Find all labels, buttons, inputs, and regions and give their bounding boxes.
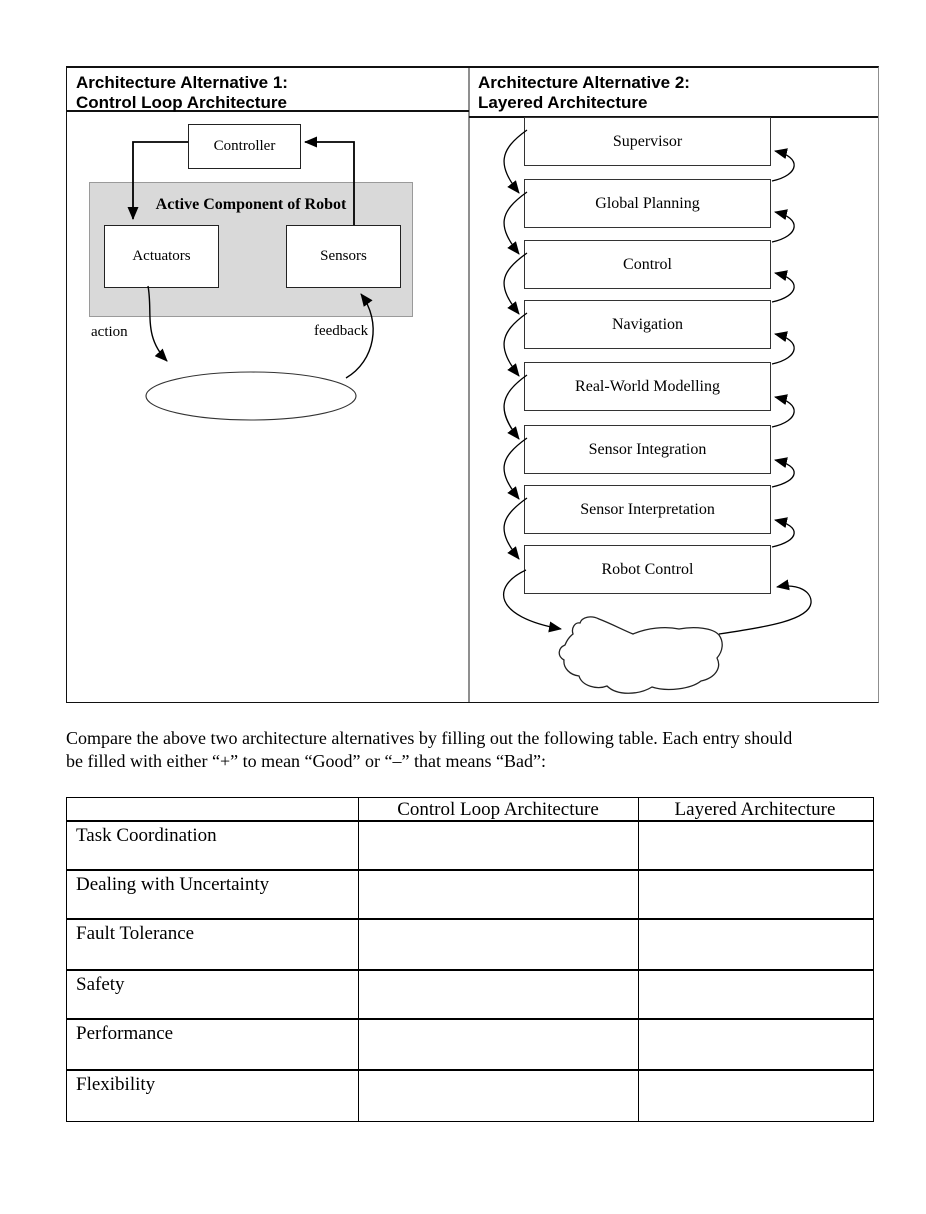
row-divider	[67, 869, 873, 871]
row-label-flexibility: Flexibility	[76, 1074, 156, 1095]
alt1-title-line1: Architecture Alternative 1:	[76, 73, 288, 92]
layer-label: Sensor Interpretation	[580, 500, 715, 518]
layer-box-supervisor: Supervisor	[524, 117, 771, 166]
column-divider-2	[638, 798, 639, 1121]
controller-box: Controller	[188, 124, 301, 169]
architecture-diagram-panel: Architecture Alternative 1: Control Loop…	[66, 66, 879, 703]
cell-flexibility-layered	[639, 1070, 871, 1117]
layer-box-sensor-interpretation: Sensor Interpretation	[524, 485, 771, 534]
layer-label: Navigation	[611, 315, 684, 333]
cell-flexibility-control-loop	[359, 1070, 637, 1117]
layer-box-navigation: Navigation	[524, 300, 771, 349]
cell-performance-control-loop	[359, 1019, 637, 1066]
alt2-header-underline	[469, 116, 878, 118]
row-label-fault-tolerance: Fault Tolerance	[76, 923, 195, 944]
row-divider	[67, 969, 873, 971]
instructions: Compare the above two architecture alter…	[66, 727, 884, 773]
row-label-dealing-with-uncertainty: Dealing with Uncertainty	[76, 874, 270, 895]
alt2-title-line1: Architecture Alternative 2:	[478, 73, 690, 92]
alt2-title-line2: Layered Architecture	[478, 93, 648, 112]
cell-safety-control-loop	[359, 970, 637, 1017]
active-component-label: Active Component of Robot	[155, 196, 347, 213]
actuators-box: Actuators	[104, 225, 219, 288]
comparison-table: Control Loop Architecture Layered Archit…	[66, 797, 874, 1122]
layer-box-global-planning: Global Planning	[524, 179, 771, 228]
column-divider-1	[358, 798, 359, 1121]
sensors-label: Sensors	[320, 248, 367, 264]
row-divider	[67, 1018, 873, 1020]
alt1-title-line2: Control Loop Architecture	[76, 93, 287, 112]
alt1-header-underline	[67, 110, 469, 112]
cell-dealing-with-uncertainty-layered	[639, 870, 871, 917]
layer-label: Real-World Modelling	[575, 377, 720, 395]
environment-ellipse-label: Environment	[211, 387, 291, 403]
cell-dealing-with-uncertainty-control-loop	[359, 870, 637, 917]
layer-up-arrow-5	[771, 394, 795, 428]
layer-label: Control	[623, 255, 672, 273]
cell-safety-layered	[639, 970, 871, 1017]
panel-divider	[468, 68, 470, 702]
layer-box-sensor-integration: Sensor Integration	[524, 425, 771, 474]
actuators-label: Actuators	[132, 248, 191, 264]
layer-label: Sensor Integration	[588, 440, 707, 458]
row-label-task-coordination: Task Coordination	[76, 825, 217, 846]
layer-up-arrow-3	[771, 270, 795, 303]
alt1-title: Architecture Alternative 1: Control Loop…	[76, 73, 288, 113]
layer-label: Supervisor	[612, 132, 683, 150]
cell-performance-layered	[639, 1019, 871, 1066]
layer-up-arrow-2	[771, 209, 795, 243]
row-divider	[67, 1069, 873, 1071]
instructions-line2: be filled with either “+” to mean “Good”…	[66, 751, 546, 771]
controller-label: Controller	[213, 138, 276, 154]
cell-fault-tolerance-control-loop	[359, 919, 637, 966]
column-header-layered: Layered Architecture	[674, 799, 836, 820]
row-divider	[67, 820, 873, 822]
layer-box-real-world-modelling: Real-World Modelling	[524, 362, 771, 411]
layer-label: Global Planning	[595, 194, 700, 212]
cell-task-coordination-layered	[639, 821, 871, 868]
sensors-box: Sensors	[286, 225, 401, 288]
row-label-safety: Safety	[76, 974, 125, 995]
instructions-line1: Compare the above two architecture alter…	[66, 728, 793, 748]
environment-blob-label: Environment	[607, 649, 687, 665]
layer-up-arrow-1	[771, 148, 795, 182]
layer-up-arrow-7	[771, 517, 795, 548]
cell-fault-tolerance-layered	[639, 919, 871, 966]
column-header-control-loop: Control Loop Architecture	[397, 799, 599, 820]
layer-box-robot-control: Robot Control	[524, 545, 771, 594]
row-divider	[67, 918, 873, 920]
alt2-title: Architecture Alternative 2: Layered Arch…	[478, 73, 690, 113]
cell-task-coordination-control-loop	[359, 821, 637, 868]
layer-label: Robot Control	[601, 560, 694, 578]
action-label: action	[91, 324, 128, 340]
feedback-label: feedback	[314, 323, 369, 339]
layer-up-arrow-4	[771, 331, 795, 365]
layer-box-control: Control	[524, 240, 771, 289]
layer-up-arrow-6	[771, 457, 795, 488]
row-label-performance: Performance	[76, 1023, 174, 1044]
